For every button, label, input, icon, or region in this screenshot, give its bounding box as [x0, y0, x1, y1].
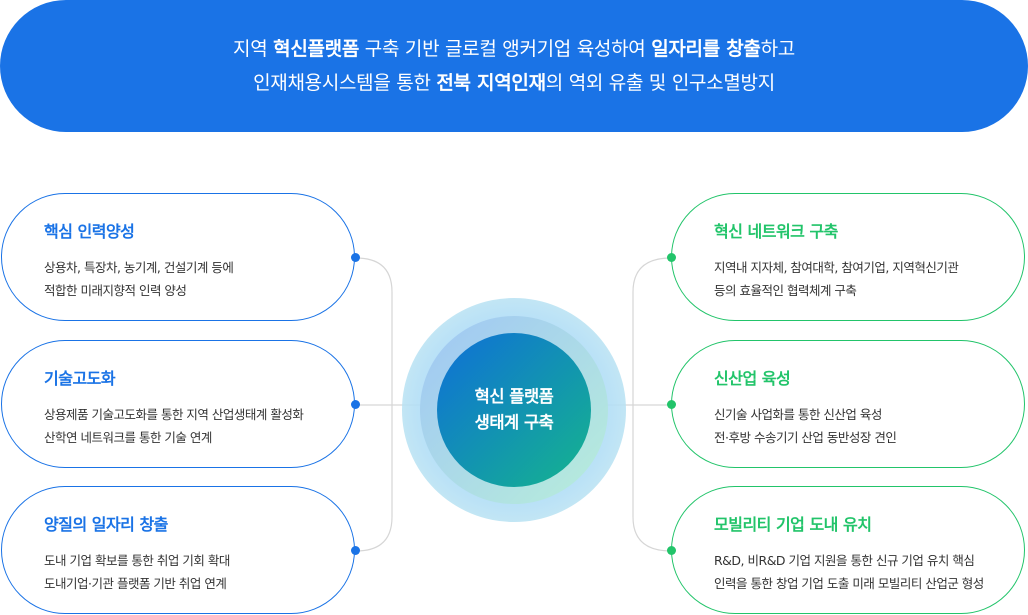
card-mobility-attraction: 모빌리티 기업 도내 유치 R&D, 비R&D 기업 지원을 통한 신규 기업 … — [671, 486, 1025, 614]
connector-dot — [667, 400, 676, 409]
card-core-talent: 핵심 인력양성 상용차, 특장차, 농기계, 건설기계 등에 적합한 미래지향적… — [1, 193, 355, 321]
card-description: 도내 기업 확보를 통한 취업 기회 확대 도내기업·기관 플랫폼 기반 취업 … — [44, 549, 230, 595]
card-title: 모빌리티 기업 도내 유치 — [714, 515, 872, 534]
card-desc-line: 상용차, 특장차, 농기계, 건설기계 등에 — [44, 260, 234, 275]
card-desc-line: 인력을 통한 창업 기업 도출 미래 모빌리티 산업군 형성 — [714, 576, 984, 591]
connector-dot — [351, 253, 360, 262]
connector-dot — [351, 400, 360, 409]
card-description: R&D, 비R&D 기업 지원을 통한 신규 기업 유치 핵심 인력을 통한 창… — [714, 549, 984, 595]
card-title: 신산업 육성 — [714, 369, 791, 388]
card-desc-line: 산학연 네트워크를 통한 기술 연계 — [44, 430, 212, 445]
card-title: 기술고도화 — [44, 369, 116, 388]
card-title: 양질의 일자리 창출 — [44, 515, 168, 534]
banner-segment: 인재채용시스템을 통한 — [253, 72, 437, 94]
center-hub: 혁신 플랫폼 생태계 구축 — [437, 333, 591, 487]
connector-right-bottom — [632, 405, 672, 552]
card-desc-line: 상용제품 기술고도화를 통한 지역 산업생태계 활성화 — [44, 407, 304, 422]
center-label-line-1: 혁신 플랫폼 — [474, 387, 554, 406]
card-quality-jobs: 양질의 일자리 창출 도내 기업 확보를 통한 취업 기회 확대 도내기업·기관… — [1, 486, 355, 614]
banner-segment: 구축 기반 글로컬 앵커기업 육성하여 — [359, 38, 652, 60]
card-desc-line: 적합한 미래지향적 인력 양성 — [44, 283, 187, 298]
banner-segment: 의 역외 유출 및 인구소멸방지 — [545, 72, 775, 94]
banner-line-2: 인재채용시스템을 통한 전북 지역인재의 역외 유출 및 인구소멸방지 — [253, 66, 775, 100]
card-desc-line: 도내 기업 확보를 통한 취업 기회 확대 — [44, 553, 230, 568]
connector-dot — [667, 546, 676, 555]
banner-line-1: 지역 혁신플랫폼 구축 기반 글로컬 앵커기업 육성하여 일자리를 창출하고 — [233, 32, 795, 66]
banner-highlight: 일자리를 창출 — [651, 38, 761, 60]
card-desc-line: R&D, 비R&D 기업 지원을 통한 신규 기업 유치 핵심 — [714, 553, 975, 568]
connector-right-top — [632, 257, 672, 405]
card-desc-line: 지역내 지자체, 참여대학, 참여기업, 지역혁신기관 — [714, 260, 959, 275]
connector-dot — [351, 546, 360, 555]
card-desc-line: 등의 효율적인 협력체계 구축 — [714, 283, 857, 298]
card-desc-line: 신기술 사업화를 통한 신산업 육성 — [714, 407, 882, 422]
card-description: 상용차, 특장차, 농기계, 건설기계 등에 적합한 미래지향적 인력 양성 — [44, 256, 234, 302]
card-new-industry: 신산업 육성 신기술 사업화를 통한 신산업 육성 전·후방 수송기기 산업 동… — [671, 340, 1025, 468]
banner-highlight: 혁신플랫폼 — [273, 38, 360, 60]
card-title: 핵심 인력양성 — [44, 222, 135, 241]
card-desc-line: 도내기업·기관 플랫폼 기반 취업 연계 — [44, 576, 227, 591]
banner-segment: 지역 — [233, 38, 274, 60]
connector-left-top — [355, 257, 393, 405]
connector-dot — [667, 253, 676, 262]
banner-highlight: 전북 지역인재 — [436, 72, 546, 94]
card-title: 혁신 네트워크 구축 — [714, 222, 838, 241]
header-banner: 지역 혁신플랫폼 구축 기반 글로컬 앵커기업 육성하여 일자리를 창출하고 인… — [0, 0, 1028, 132]
card-description: 지역내 지자체, 참여대학, 참여기업, 지역혁신기관 등의 효율적인 협력체계… — [714, 256, 959, 302]
connector-left-bottom — [355, 405, 393, 552]
card-tech-advancement: 기술고도화 상용제품 기술고도화를 통한 지역 산업생태계 활성화 산학연 네트… — [1, 340, 355, 468]
card-description: 상용제품 기술고도화를 통한 지역 산업생태계 활성화 산학연 네트워크를 통한… — [44, 403, 304, 449]
banner-segment: 하고 — [760, 38, 796, 60]
card-description: 신기술 사업화를 통한 신산업 육성 전·후방 수송기기 산업 동반성장 견인 — [714, 403, 897, 449]
center-label-line-2: 생태계 구축 — [474, 413, 554, 432]
card-innovation-network: 혁신 네트워크 구축 지역내 지자체, 참여대학, 참여기업, 지역혁신기관 등… — [671, 193, 1025, 321]
card-desc-line: 전·후방 수송기기 산업 동반성장 견인 — [714, 430, 897, 445]
